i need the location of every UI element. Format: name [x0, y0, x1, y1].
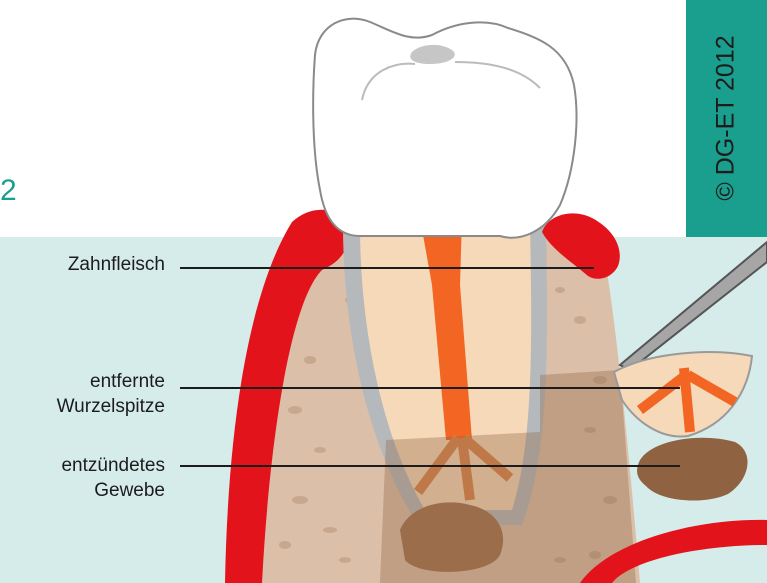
granuloma: [400, 502, 503, 571]
label-gewebe-line1: entzündetes: [61, 453, 165, 478]
copyright-text: © DG-ET 2012: [712, 35, 741, 200]
label-zahnfleisch: Zahnfleisch: [68, 252, 165, 277]
label-zahnfleisch-text: Zahnfleisch: [68, 252, 165, 277]
label-wurzelspitze-line1: entfernte: [57, 369, 165, 394]
copyright-banner: © DG-ET 2012: [686, 0, 767, 237]
label-gewebe: entzündetes Gewebe: [61, 453, 165, 503]
label-gewebe-line2: Gewebe: [61, 478, 165, 503]
label-wurzelspitze-line2: Wurzelspitze: [57, 394, 165, 419]
figure-number: 2: [0, 176, 17, 206]
label-wurzelspitze: entfernte Wurzelspitze: [57, 369, 165, 419]
